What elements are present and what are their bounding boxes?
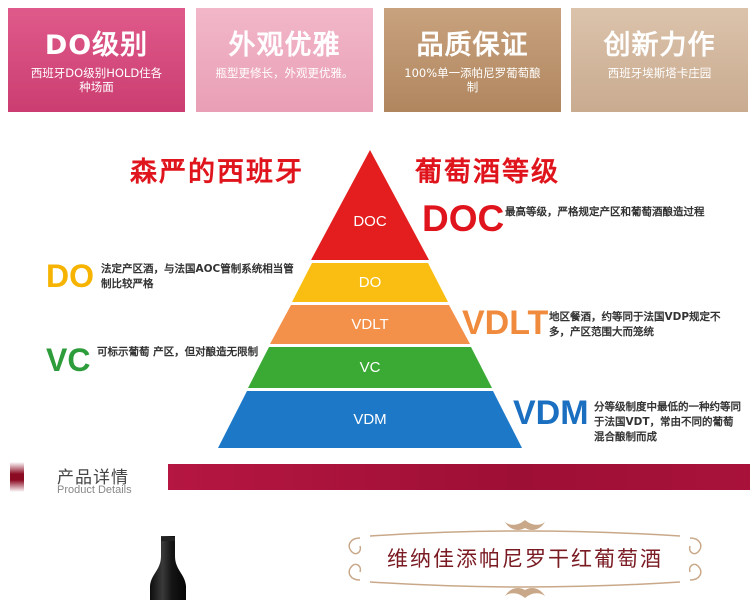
pyramid-headline-left: 森严的西班牙 [130, 157, 304, 188]
pyramid-tier-label-doc: DOC [353, 213, 387, 230]
pyramid-headline-right: 葡萄酒等级 [415, 157, 560, 188]
grade-note-doc: 最高等级，严格规定产区和葡萄酒酿造过程 [505, 206, 705, 218]
pyramid-tier-vdlt [270, 305, 470, 344]
pyramid-tier-label-vc: VC [359, 359, 381, 376]
grade-note-vdm: 分等级制度中最低的一种约等同于法国VDT，常由不同的葡萄混合酿制而成 [594, 401, 741, 443]
section-title: 产品详情 [57, 468, 129, 488]
feature-card-innovation: 创新力作 西班牙埃斯塔卡庄园 [571, 8, 748, 112]
wine-bottle-icon [148, 536, 188, 600]
pyramid-tier-label-vdm: VDM [353, 411, 387, 428]
feature-card-description: 西班牙埃斯塔卡庄园 [607, 66, 712, 80]
feature-card-title: 创新力作 [603, 30, 716, 61]
product-name: 维纳佳添帕尼罗干红葡萄酒 [387, 547, 663, 571]
grade-code-vdm: VDM [513, 394, 589, 432]
grade-note-vdlt: 地区餐酒，约等同于法国VDP规定不多，产区范围大而笼统 [549, 311, 721, 338]
feature-card-quality: 品质保证 100%单一添帕尼罗葡萄酿制 [384, 8, 561, 112]
pyramid-tier-doc [311, 150, 429, 260]
grade-note-vc: 可标示葡萄 产区，但对酿造无限制 [97, 346, 259, 358]
grade-code-vdlt: VDLT [462, 304, 549, 342]
feature-card-description: 西班牙DO级别HOLD住各种场面 [30, 66, 163, 94]
feature-card-description: 瓶型更修长，外观更优雅。 [215, 66, 354, 80]
section-subtitle: Product Details [57, 484, 132, 496]
feature-card-title: 外观优雅 [228, 30, 341, 61]
grade-code-do: DO [46, 258, 94, 294]
grade-code-vc: VC [46, 342, 91, 378]
ornamental-frame-icon [340, 518, 710, 600]
pyramid-tier-vdm [218, 391, 522, 448]
section-divider-bar [168, 464, 750, 490]
feature-card-title: DO级别 [44, 30, 149, 61]
pyramid-graphic [218, 150, 522, 448]
feature-card-do-level: DO级别 西班牙DO级别HOLD住各种场面 [8, 8, 185, 112]
pyramid-tier-vc [248, 347, 492, 388]
pyramid-tier-label-vdlt: VDLT [351, 316, 389, 333]
grade-code-doc: DOC [422, 198, 505, 239]
feature-card-elegant-look: 外观优雅 瓶型更修长，外观更优雅。 [196, 8, 373, 112]
feature-card-description: 100%单一添帕尼罗葡萄酿制 [404, 66, 541, 94]
pyramid-tier-do [292, 263, 448, 302]
wine-grade-pyramid: DOC DO VDLT VC VDM [218, 150, 522, 448]
grade-note-do: 法定产区酒，与法国AOC管制系统相当管制比较严格 [101, 263, 294, 290]
section-divider-left-accent [10, 462, 24, 492]
feature-card-title: 品质保证 [416, 30, 529, 61]
pyramid-tier-label-do: DO [358, 274, 382, 291]
